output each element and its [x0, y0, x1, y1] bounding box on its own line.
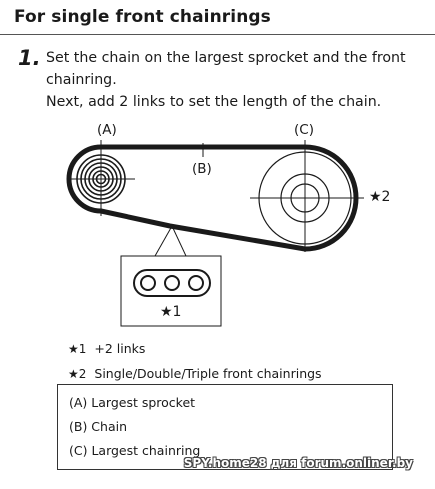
legend-item-a: (A) Largest sprocket	[69, 395, 196, 410]
note-marker: ★1	[68, 342, 87, 356]
zoom-callout-leaders	[154, 225, 187, 257]
largest-chainring	[250, 140, 364, 252]
note-marker: ★2	[68, 367, 87, 381]
chain	[66, 144, 359, 252]
section-heading: For single front chainrings	[0, 0, 435, 35]
note-star2: ★2 Single/Double/Triple front chainrings	[68, 366, 322, 381]
note-text: Single/Double/Triple front chainrings	[94, 366, 322, 381]
extra-links-icon	[133, 269, 211, 297]
label-a: (A)	[97, 122, 117, 138]
star2-callout: ★2	[369, 189, 391, 205]
chain-diagram	[66, 140, 364, 327]
label-c: (C)	[294, 122, 314, 138]
largest-sprocket	[67, 140, 135, 216]
legend-box: (A) Largest sprocket (B) Chain (C) Large…	[57, 384, 393, 470]
step-text-line-3: Next, add 2 links to set the length of t…	[46, 94, 382, 110]
star1-callout: ★1	[160, 304, 182, 320]
watermark: SPY.home28 для forum.onliner.by	[183, 456, 413, 470]
step-text-line-2: chainring.	[46, 72, 117, 88]
step-text-line-1: Set the chain on the largest sprocket an…	[46, 50, 406, 66]
note-star1: ★1 +2 links	[68, 341, 145, 356]
note-text: +2 links	[94, 341, 146, 356]
section-title: For single front chainrings	[14, 7, 271, 27]
label-b: (B)	[192, 161, 212, 177]
legend-item-c: (C) Largest chainring	[69, 443, 201, 458]
legend-item-b: (B) Chain	[69, 419, 128, 434]
step-number: 1.	[18, 46, 41, 70]
